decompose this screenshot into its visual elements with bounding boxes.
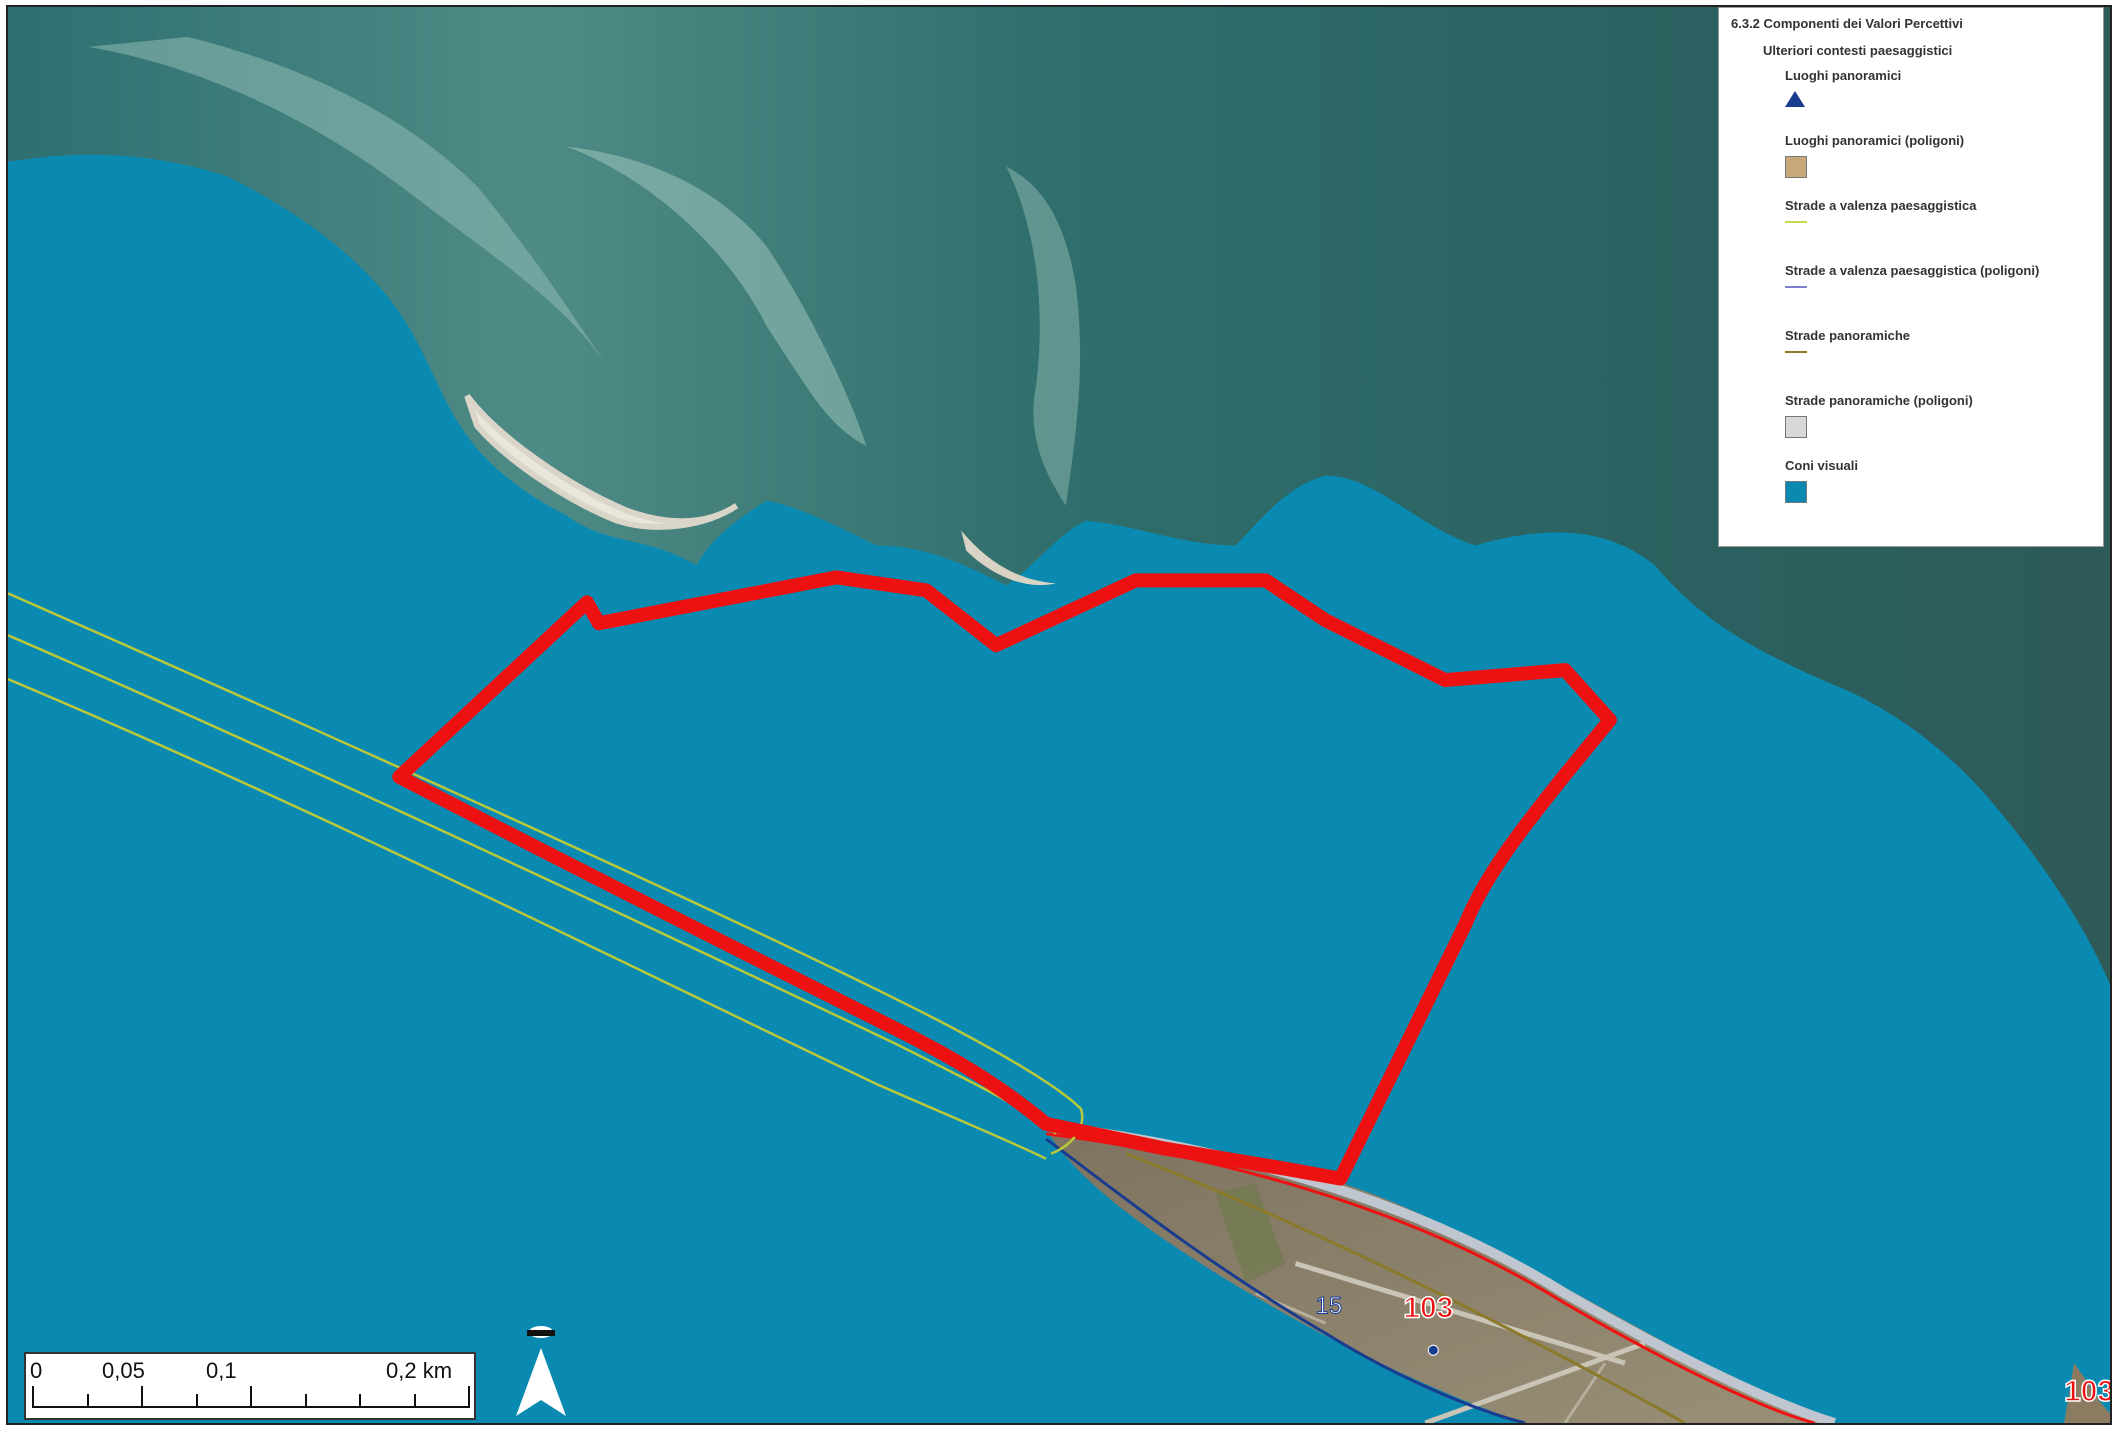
- legend-item: Luoghi panoramici (poligoni): [1785, 133, 2093, 198]
- legend-title: 6.3.2 Componenti dei Valori Percettivi: [1731, 16, 1963, 31]
- strade-panoramiche-line: [1125, 1152, 1686, 1423]
- triangle-icon: [1785, 91, 1805, 107]
- sandy-beach: [464, 394, 739, 530]
- parcel-label-103-edge: 103: [2064, 1375, 2110, 1408]
- green-field: [1215, 1183, 1286, 1284]
- scale-label-0-05: 0,05: [102, 1358, 145, 1383]
- polygon-swatch-icon: [1785, 416, 1807, 438]
- legend-subtitle: Ulteriori contesti paesaggistici: [1763, 43, 1953, 58]
- strade-valenza-lines: [8, 592, 1084, 1160]
- coastal-land-aerial: [8, 7, 2110, 985]
- line-swatch-icon: [1785, 221, 1807, 223]
- map-legend: 6.3.2 Componenti dei Valori Percettivi U…: [1718, 7, 2104, 547]
- line-swatch-icon: [1785, 351, 1807, 353]
- coastline-outline: [1045, 1137, 1526, 1423]
- scale-tick: [359, 1394, 361, 1408]
- legend-item-label: Strade a valenza paesaggistica (poligoni…: [1785, 263, 2040, 278]
- scale-label-0: 0: [30, 1358, 43, 1383]
- north-arrow-icon: [510, 1320, 572, 1420]
- legend-item: Strade panoramiche (poligoni): [1785, 393, 2093, 458]
- scale-tick: [304, 1394, 307, 1408]
- scale-tick: [195, 1394, 198, 1408]
- parcel-label-15: 15: [1316, 1292, 1343, 1319]
- legend-item-label: Coni visuali: [1785, 458, 1858, 473]
- land-sliver: [2064, 1363, 2110, 1423]
- line-swatch-icon: [1785, 286, 1807, 288]
- legend-item: Strade a valenza paesaggistica: [1785, 198, 2093, 263]
- polygon-swatch-icon: [1785, 481, 1807, 503]
- rocky-point: [961, 530, 1057, 586]
- legend-item-label: Strade panoramiche: [1785, 328, 1910, 343]
- point-marker: [1427, 1344, 1439, 1356]
- legend-item: Strade panoramiche: [1785, 328, 2093, 393]
- scale-tick: [468, 1386, 470, 1408]
- scale-tick: [86, 1394, 89, 1408]
- legend-item: Coni visuali: [1785, 458, 2093, 523]
- scale-tick: [141, 1386, 143, 1408]
- scale-label-0-2-km: 0,2 km: [386, 1358, 453, 1383]
- scale-tick: [250, 1386, 252, 1408]
- shallow-reef-patch: [566, 146, 867, 446]
- study-area-boundary: [392, 570, 1617, 1186]
- parcel-label-103: 103: [1403, 1291, 1453, 1324]
- scale-tick: [32, 1386, 34, 1408]
- legend-item-label: Strade a valenza paesaggistica: [1785, 198, 1977, 213]
- legend-item: Strade a valenza paesaggistica (poligoni…: [1785, 263, 2093, 328]
- scale-tick: [413, 1394, 416, 1408]
- shallow-reef-patch: [87, 36, 607, 366]
- scale-label-0-1: 0,1: [206, 1358, 237, 1383]
- scale-bar: 0 0,05 0,1 0,2 km: [24, 1352, 476, 1420]
- field-track: [1294, 1261, 1646, 1423]
- legend-item-label: Strade panoramiche (poligoni): [1785, 393, 1973, 408]
- shallow-reef-patch: [1006, 166, 1081, 506]
- legend-item-label: Luoghi panoramici: [1785, 68, 1902, 83]
- legend-item: Luoghi panoramici: [1785, 68, 2093, 133]
- polygon-swatch-icon: [1785, 156, 1807, 178]
- legend-item-label: Luoghi panoramici (poligoni): [1785, 133, 1965, 148]
